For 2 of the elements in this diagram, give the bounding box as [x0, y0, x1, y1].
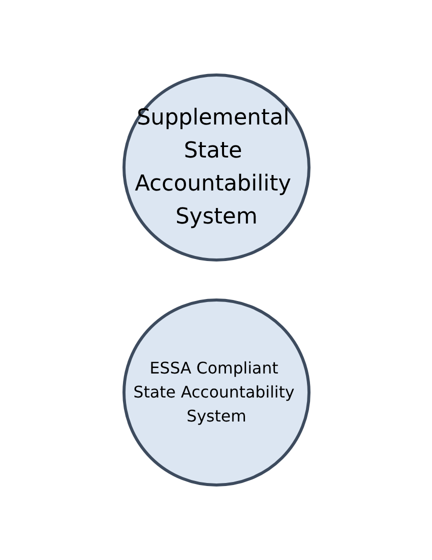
node-circle: ESSA Compliant State Accountability System [122, 298, 310, 486]
node-circle: Supplemental State Accountability System [122, 74, 310, 262]
